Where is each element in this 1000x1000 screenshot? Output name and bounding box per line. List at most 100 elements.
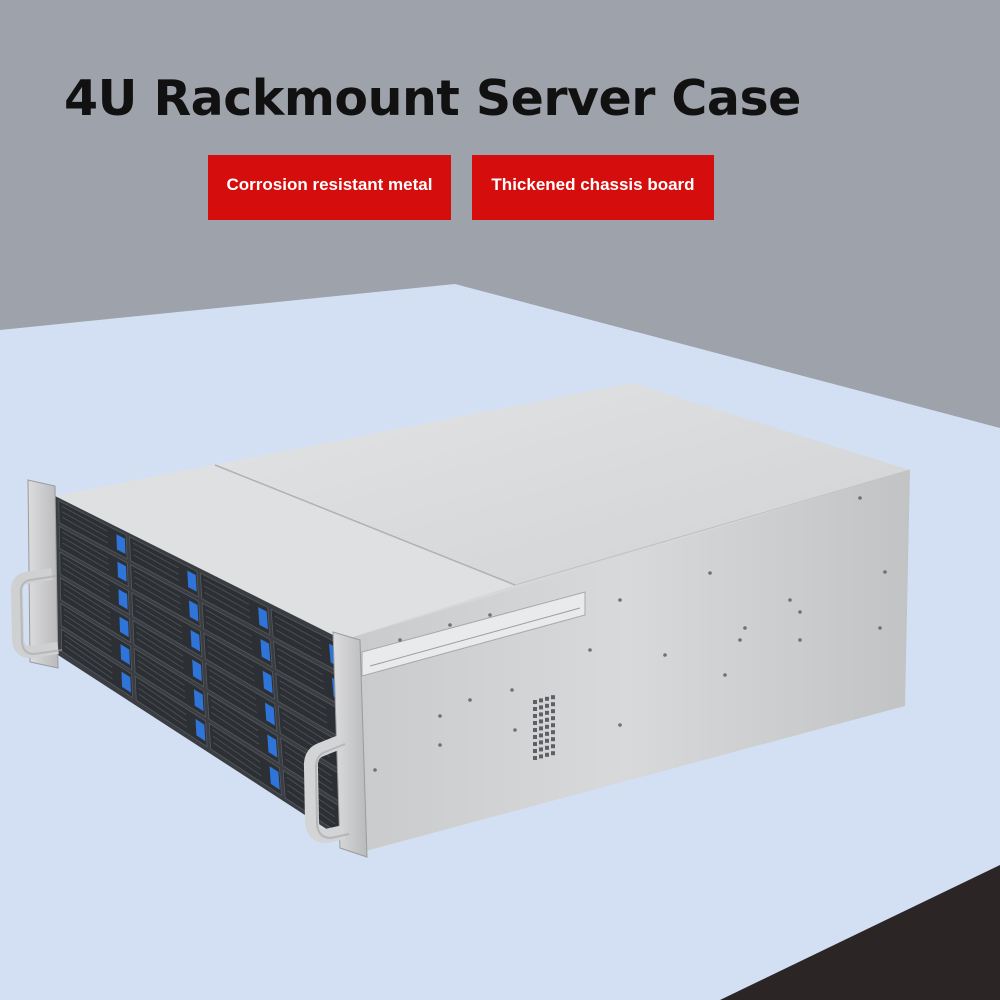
drive-tray-vent <box>279 686 327 717</box>
drive-tray <box>129 536 199 598</box>
drive-tray-vent <box>210 705 259 738</box>
drive-tray-vent <box>133 554 180 581</box>
drive-tray-vent <box>136 638 185 670</box>
drive-tray-vent <box>63 588 111 620</box>
drive-latch <box>269 766 280 790</box>
drive-tray-vent <box>211 712 260 745</box>
screw-hole <box>708 571 712 575</box>
drive-latch <box>195 718 206 742</box>
screw-hole <box>723 673 727 677</box>
vent-hole <box>551 744 555 749</box>
vent-hole <box>545 703 549 708</box>
vent-hole <box>551 751 555 756</box>
drive-latch <box>120 644 130 665</box>
drive-tray-vent <box>63 608 112 641</box>
screw-hole <box>618 598 622 602</box>
drive-latch <box>190 629 201 652</box>
vent-hole <box>551 723 555 728</box>
drive-tray-vent <box>274 622 322 649</box>
drive-tray-vent <box>138 681 187 716</box>
drive-tray-vent <box>136 632 184 663</box>
side-vent <box>533 695 555 760</box>
drive-tray <box>132 619 205 688</box>
drive-tray <box>203 632 275 700</box>
drive-tray-vent <box>280 693 328 724</box>
side-rail-groove <box>369 607 581 667</box>
drive-tray-vent <box>61 511 108 538</box>
screw-hole <box>398 638 402 642</box>
drive-cage-lid <box>55 465 515 640</box>
drive-tray-vent <box>279 680 327 710</box>
vent-hole <box>551 702 555 707</box>
feature-tag-label: Corrosion resistant metal <box>226 174 433 194</box>
drive-tray <box>131 591 203 658</box>
feature-tag-label: Thickened chassis board <box>491 174 695 194</box>
drive-tray-vent <box>281 712 329 743</box>
drive-tray <box>208 722 283 797</box>
drive-tray <box>58 525 129 588</box>
vent-hole <box>533 707 537 711</box>
drive-tray-vent <box>63 614 112 647</box>
screw-hole <box>663 653 667 657</box>
drive-tray-vent <box>274 615 321 642</box>
vent-hole <box>539 719 543 724</box>
drive-tray-vent <box>135 610 183 640</box>
vent-hole <box>551 695 555 700</box>
drive-tray-vent <box>61 505 108 532</box>
vent-hole <box>533 742 537 746</box>
drive-latch <box>258 607 268 630</box>
screw-hole <box>858 496 862 500</box>
drive-tray-vent <box>205 609 252 637</box>
drive-tray-vent <box>137 659 186 693</box>
drive-tray-vent <box>138 687 187 722</box>
drive-tray-vent <box>210 699 259 732</box>
vent-hole <box>551 716 555 721</box>
screw-hole <box>883 570 887 574</box>
drive-tray-vent <box>203 585 251 612</box>
drive-tray <box>205 662 278 733</box>
drive-tray-vent <box>277 654 324 683</box>
screw-hole <box>618 723 622 727</box>
drive-tray-vent <box>134 582 181 611</box>
vent-hole <box>539 740 543 745</box>
feature-tag-corrosion: Corrosion resistant metal <box>208 155 451 220</box>
drive-latch <box>117 561 127 582</box>
drive-tray-vent <box>63 619 112 653</box>
drive-tray-vent <box>133 576 181 605</box>
drive-tray-vent <box>212 742 262 777</box>
drive-tray-vent <box>64 639 113 674</box>
vent-hole <box>545 745 549 750</box>
screw-hole <box>588 648 592 652</box>
drive-tray-vent <box>133 570 181 598</box>
drive-tray-vent <box>62 542 110 571</box>
vent-hole <box>539 726 543 731</box>
drive-tray-vent <box>277 661 325 690</box>
drive-tray-vent <box>137 653 185 686</box>
drive-latch <box>267 734 278 758</box>
drive-latch <box>118 589 128 610</box>
drive-tray-vent <box>138 693 188 728</box>
screw-hole <box>510 688 514 692</box>
page-title: 4U Rackmount Server Case <box>64 70 801 127</box>
drive-tray-vent <box>61 516 109 544</box>
drive-tray-vent <box>64 645 113 680</box>
vent-hole <box>533 756 537 760</box>
drive-latch <box>188 600 199 622</box>
screw-hole <box>513 728 517 732</box>
vent-hole <box>539 733 543 738</box>
vent-hole <box>545 738 549 743</box>
drive-latch <box>192 659 202 682</box>
drive-bay-grid <box>58 500 357 846</box>
vent-hole <box>545 724 549 729</box>
drive-tray-vent <box>205 621 253 651</box>
vent-hole <box>539 705 543 710</box>
drive-tray-vent <box>62 531 109 559</box>
screw-hole <box>738 638 742 642</box>
drive-tray-vent <box>209 682 258 714</box>
chassis-side-panel <box>343 470 910 852</box>
drive-tray <box>60 602 132 671</box>
drive-latch <box>121 671 131 693</box>
drive-tray-vent <box>209 675 257 707</box>
